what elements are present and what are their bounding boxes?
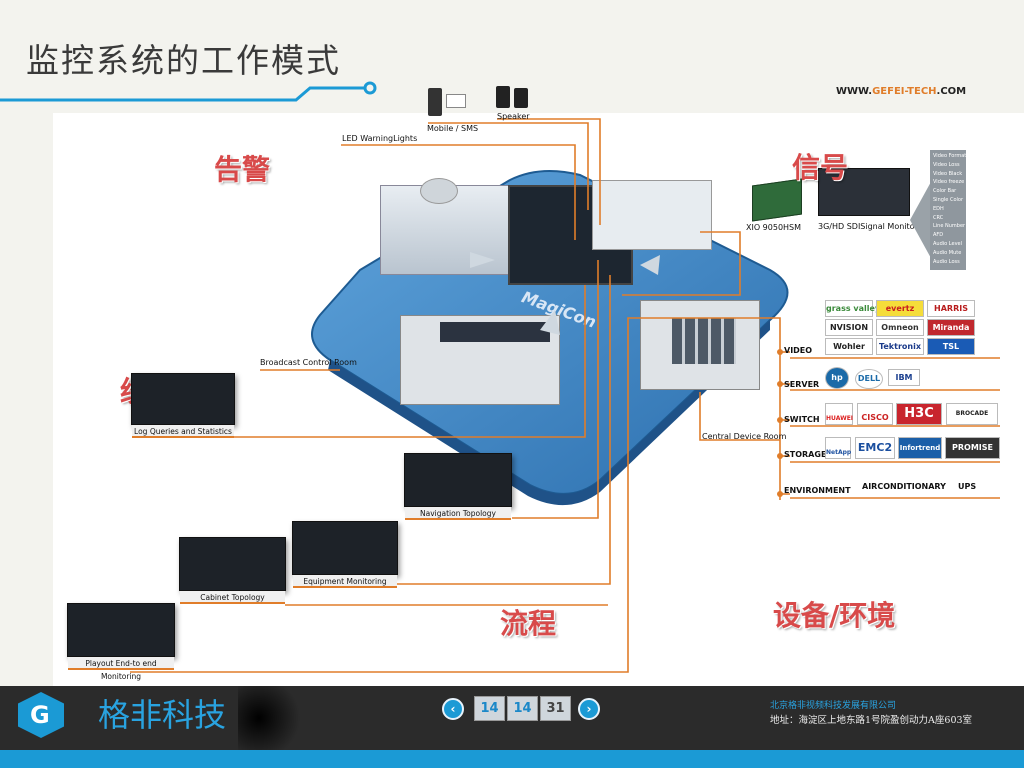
server-racks [672, 318, 736, 364]
signal-heading: 信号 [792, 151, 849, 184]
category-storage: STORAGE [784, 450, 827, 459]
website-url[interactable]: WWW.GEFEI-TECH.COM [836, 86, 966, 97]
footer: G 格非科技 ‹ 14 14 31 › 北京格非视频科技发展有限公司 地址：海淀… [0, 668, 1024, 768]
company-address: 地址：海淀区上地东路1号院盈创动力A座603室 [770, 715, 973, 726]
xio-label: XIO 9050HSM [746, 223, 802, 232]
screen-caption: Navigation Topology [405, 507, 511, 520]
url-prefix: WWW. [836, 86, 873, 97]
central-room-label: Central Device Room [702, 432, 787, 441]
vendor-logo: hp [825, 367, 849, 389]
category-switch: SWITCH [784, 415, 820, 424]
screen-cabinet-topology[interactable]: Cabinet Topology [179, 537, 286, 604]
vendor-logo: H3C [896, 403, 942, 425]
signal-item: Audio Mute [933, 249, 962, 256]
vendor-aircon: AIRCONDITIONARY [862, 482, 946, 491]
page-title: 监控系统的工作模式 [26, 41, 341, 80]
sdi-label: 3G/HD SDISignal Monitoring [818, 222, 931, 231]
signal-item: Line Number [933, 223, 966, 230]
vendor-logo: BROCADE [946, 403, 998, 425]
vendor-logo: NetApp [825, 437, 851, 459]
studio-room [592, 180, 712, 250]
vendor-logo: Wohler [825, 338, 873, 355]
signal-item: CRC [933, 214, 944, 221]
category-environment: ENVIRONMENT [784, 486, 851, 495]
current-page-box[interactable]: 14 [474, 696, 505, 721]
signal-item: Video Black [933, 170, 963, 177]
vendor-logo: HUAWEI [825, 403, 853, 425]
satellite-dish-icon [420, 178, 458, 204]
page-number-box[interactable]: 14 [507, 696, 538, 721]
footer-shadow [238, 686, 308, 750]
total-pages-box: 31 [540, 696, 571, 721]
title-underline [0, 81, 377, 102]
control-room-monitors [440, 322, 550, 342]
speaker-icon [496, 86, 510, 108]
vendor-logo: NVISION [825, 319, 873, 336]
speaker-icon [514, 88, 528, 108]
vendor-logo: HARRIS [927, 300, 975, 317]
screen-caption: Equipment Monitoring [293, 575, 397, 588]
led-label: LED WarningLights [342, 134, 418, 143]
screen-log-statistics[interactable]: Log Queries and Statistics [131, 373, 235, 438]
sdi-monitor-screen [818, 168, 910, 216]
category-server: SERVER [784, 380, 820, 389]
screen-playout-monitoring[interactable]: Playout End-to end Monitoring [67, 603, 175, 681]
signal-item: AFD [933, 232, 944, 239]
signal-item: Video freeze [933, 179, 965, 186]
vendor-logo: Tektronix [876, 338, 924, 355]
equipment-env-heading: 设备/环境 [773, 599, 896, 632]
connector-lines [130, 118, 1000, 673]
screen-equipment-monitoring[interactable]: Equipment Monitoring [292, 521, 398, 588]
footer-brand: 格非科技 [98, 696, 227, 734]
url-suffix: .COM [936, 86, 967, 97]
speaker-label: Speaker [497, 112, 530, 121]
next-page-button[interactable]: › [578, 698, 600, 720]
signal-item: Audio Loss [933, 258, 960, 265]
vendor-logo: DELL [855, 369, 883, 389]
screen-navigation-topology[interactable]: Navigation Topology [404, 453, 512, 520]
broadcast-room-label: Broadcast Control Room [260, 358, 357, 367]
alarm-heading: 告警 [214, 153, 271, 186]
signal-item: Video Loss [933, 161, 960, 168]
footer-stripe [0, 750, 1024, 768]
screen-caption: Cabinet Topology [180, 591, 285, 604]
signal-item: Video Format [933, 153, 967, 159]
vendor-logo: Infortrend [898, 437, 942, 459]
vendor-logo: IBM [888, 369, 920, 386]
vendor-logo: EMC2 [855, 437, 895, 459]
company-name: 北京格非视频科技发展有限公司 [770, 701, 897, 711]
prev-page-button[interactable]: ‹ [442, 698, 464, 720]
vendor-logo: PROMISE [945, 437, 1000, 459]
url-brand: GEFEI-TECH [872, 86, 937, 97]
category-video: VIDEO [784, 346, 813, 355]
screen-caption: Playout End-to end Monitoring [68, 657, 174, 681]
vendor-logo: evertz [876, 300, 924, 317]
vendor-logo: TSL [927, 338, 975, 355]
signal-item: Single Color [933, 196, 964, 203]
vendor-logo: Omneon [876, 319, 924, 336]
vendor-ups: UPS [958, 482, 977, 491]
magicon-video-wall [508, 185, 633, 285]
process-heading: 流程 [500, 607, 557, 640]
mobile-phone-icon [428, 88, 442, 116]
signal-item: EDH [933, 205, 944, 212]
vendor-logo: grass valley [825, 300, 880, 317]
vendor-logo: Miranda [927, 319, 975, 336]
envelope-icon [446, 94, 466, 108]
signal-item: Color Bar [933, 188, 957, 195]
company-logo-icon: G [18, 692, 64, 738]
screen-caption: Log Queries and Statistics [132, 425, 234, 438]
signal-item: Audio Level [933, 240, 962, 247]
mobile-sms-label: Mobile / SMS [427, 124, 479, 133]
vendor-logo: CISCO [857, 403, 893, 425]
